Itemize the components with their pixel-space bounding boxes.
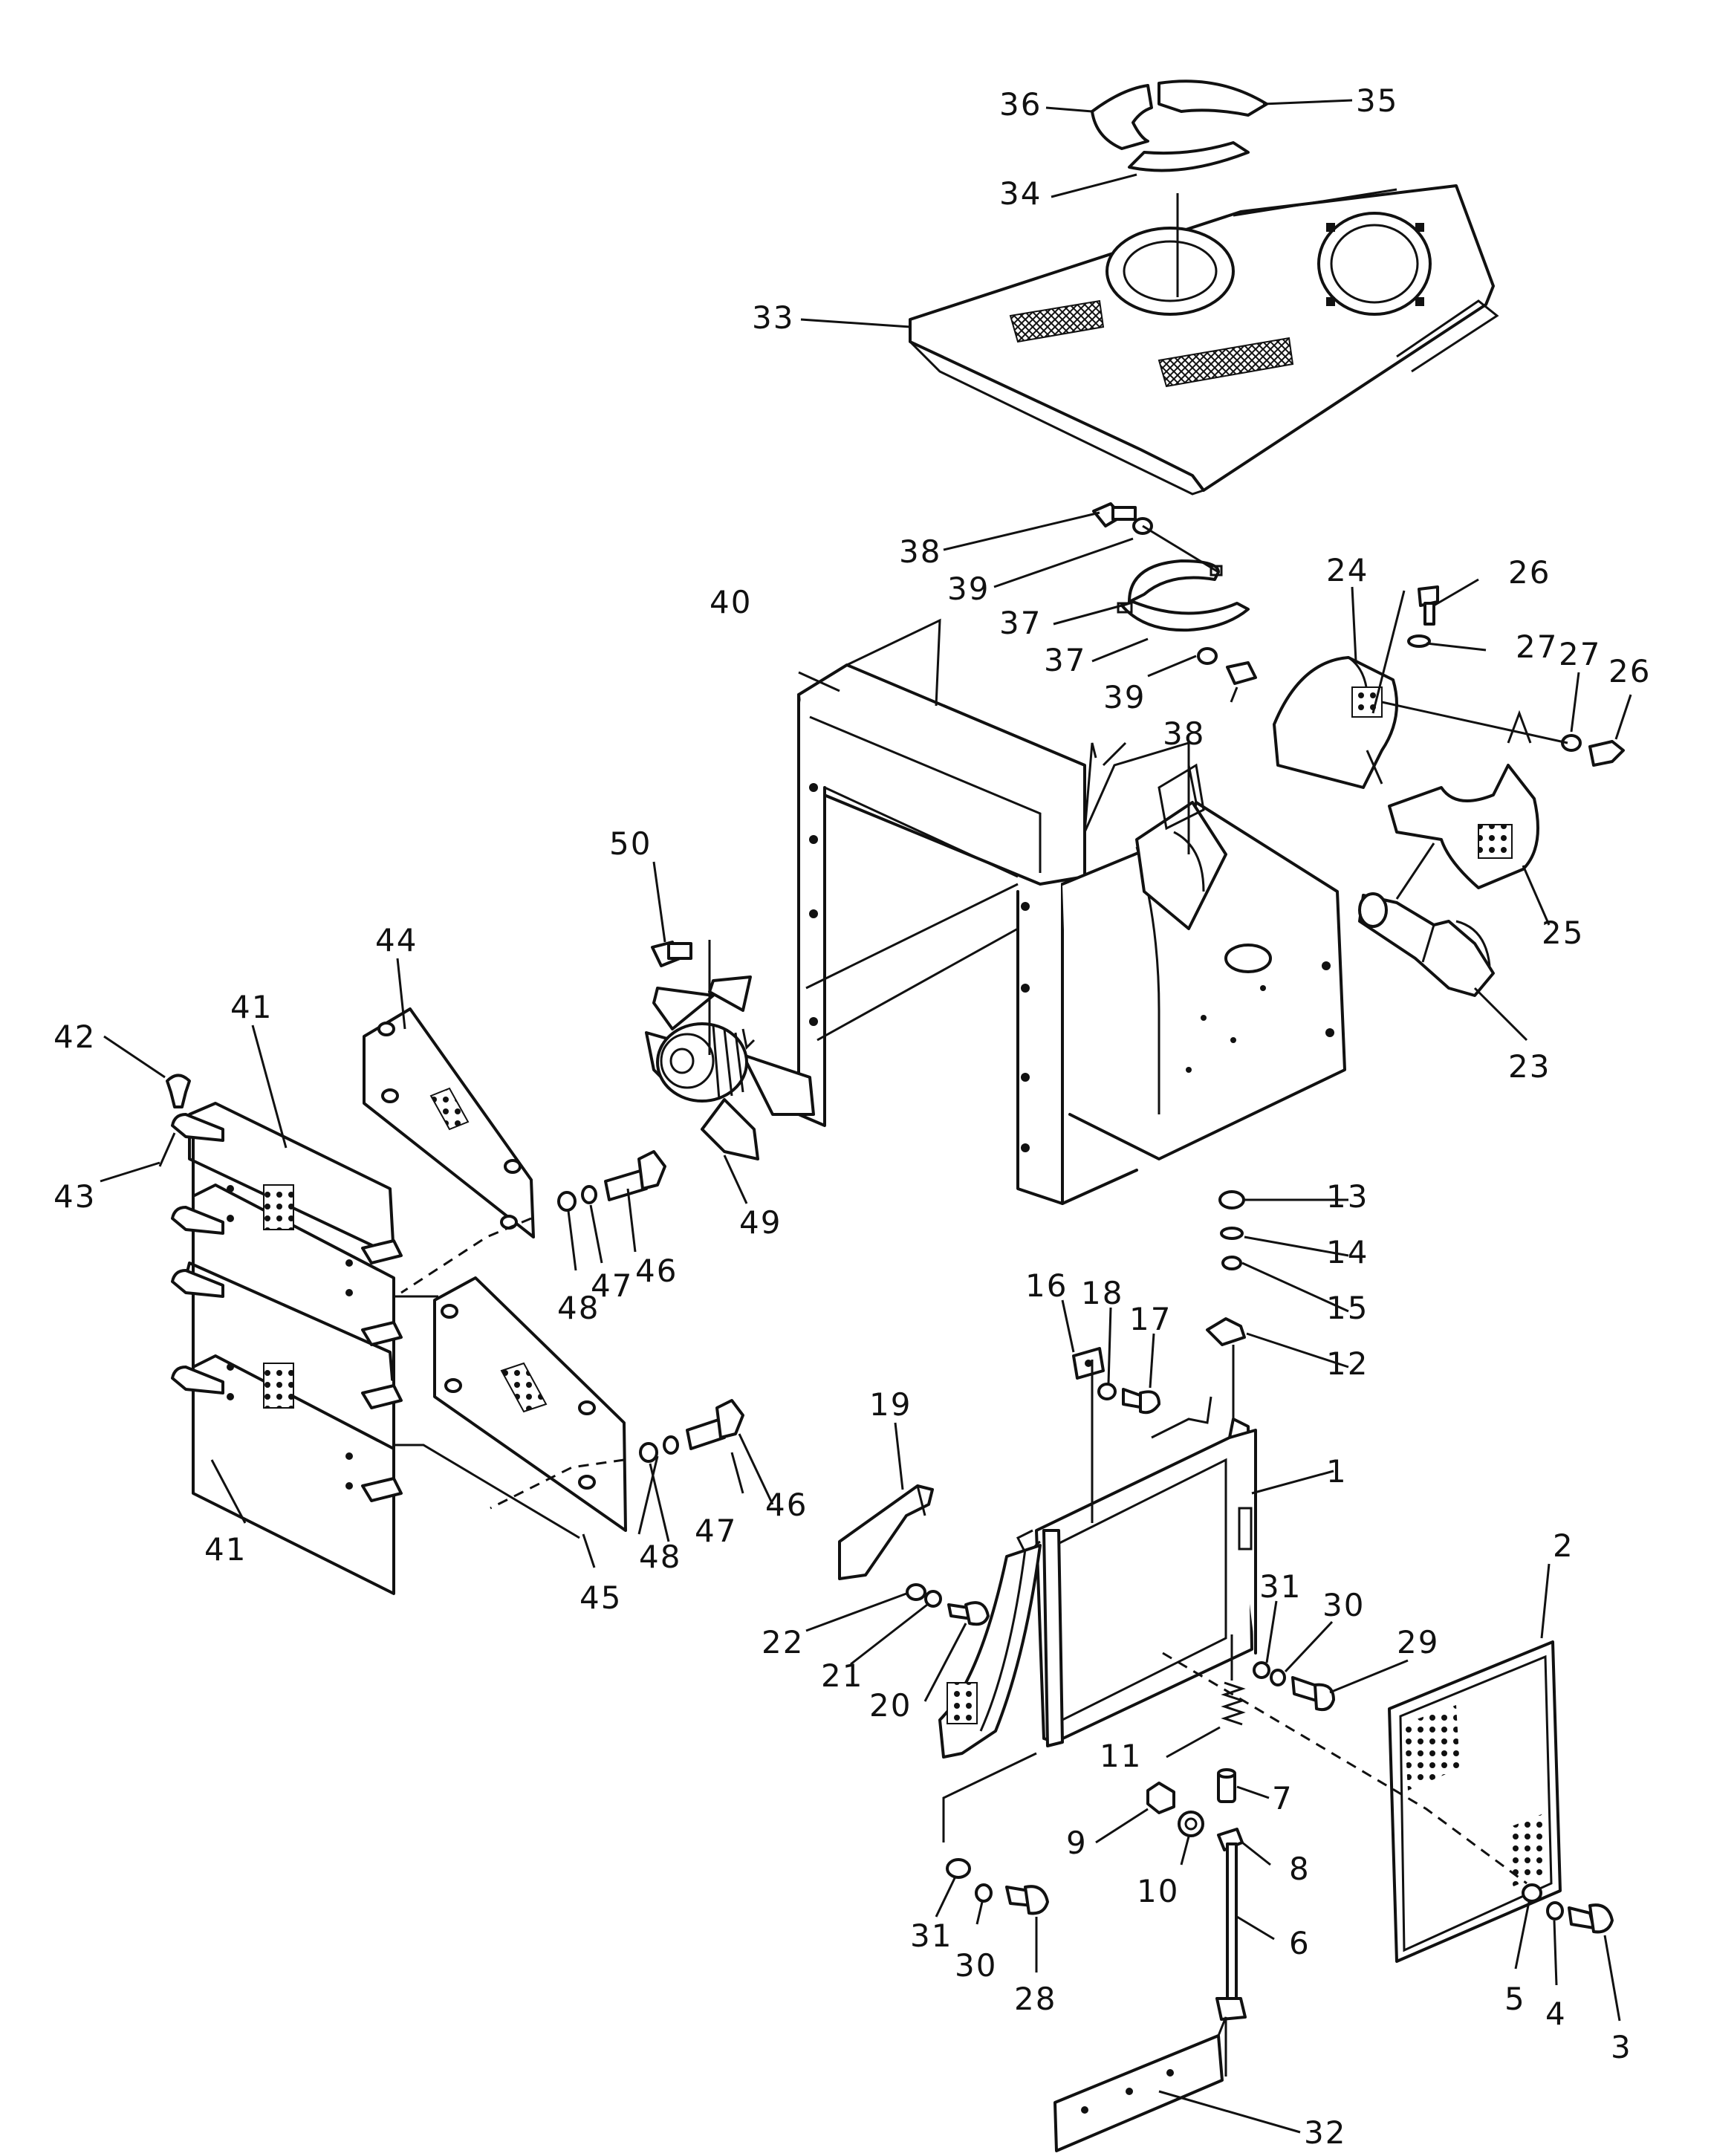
- radiator-baffle-plate: [838, 1484, 934, 1580]
- label-17: 17: [1129, 1301, 1172, 1337]
- lower-fan-guard: [433, 1276, 627, 1532]
- radiator: [1016, 1396, 1257, 1747]
- assembly-lines: [394, 193, 1568, 1885]
- fan-bolt: [651, 941, 692, 967]
- label-27b: 27: [1559, 636, 1601, 672]
- bottom-cover-plate: [1053, 2016, 1227, 2152]
- radiator-stay-bracket: [1072, 1347, 1105, 1380]
- label-35: 35: [1356, 82, 1398, 119]
- label-37a: 37: [999, 605, 1042, 641]
- label-49: 49: [739, 1204, 782, 1241]
- label-6: 6: [1289, 1925, 1311, 1961]
- cooling-fan: [645, 975, 815, 1160]
- label-46b: 46: [765, 1487, 808, 1523]
- upper-guard-fasteners: [557, 1150, 666, 1212]
- label-43: 43: [53, 1178, 96, 1215]
- part-number-labels: 36 35 34 33 38 39 37 37 39 38 40 24 26 2…: [53, 82, 1651, 2151]
- radiator-top-mount: [1206, 1190, 1246, 1419]
- label-31a: 31: [1259, 1568, 1302, 1605]
- label-25: 25: [1542, 915, 1584, 951]
- label-22: 22: [762, 1624, 804, 1660]
- label-39b: 39: [1103, 679, 1146, 715]
- label-27a: 27: [1516, 629, 1558, 665]
- label-29: 29: [1397, 1624, 1439, 1660]
- label-42: 42: [53, 1019, 96, 1055]
- stay-bracket-fasteners: [1097, 1383, 1160, 1415]
- label-28: 28: [1014, 1981, 1056, 2017]
- radiator-side-duct: [938, 1544, 1042, 1759]
- clamp-bolts-washers: [1092, 502, 1257, 685]
- intake-pipe: [1358, 892, 1495, 997]
- radiator-support-assembly: [1146, 1681, 1247, 2021]
- label-1: 1: [1326, 1453, 1348, 1490]
- cleaner-bolts-washers: [1407, 585, 1625, 767]
- label-4: 4: [1545, 1996, 1567, 2032]
- air-cleaner-bracket: [1388, 710, 1539, 889]
- label-24: 24: [1326, 552, 1369, 588]
- label-2: 2: [1553, 1527, 1574, 1564]
- label-41b: 41: [204, 1531, 247, 1568]
- label-7: 7: [1272, 1780, 1293, 1816]
- side-panels: [171, 1102, 403, 1595]
- label-46a: 46: [635, 1253, 678, 1289]
- baffle-fasteners: [906, 1583, 990, 1626]
- hose-clamp-bands: [1117, 559, 1250, 632]
- label-45: 45: [579, 1579, 622, 1616]
- label-33: 33: [752, 299, 794, 336]
- label-50: 50: [609, 825, 652, 862]
- air-cleaner-cover: [1273, 656, 1398, 789]
- label-21: 21: [821, 1657, 863, 1694]
- seal-ring-parts: [1091, 79, 1268, 172]
- label-9: 9: [1066, 1825, 1088, 1861]
- label-14: 14: [1326, 1234, 1369, 1270]
- label-47a: 47: [591, 1267, 633, 1304]
- label-13: 13: [1326, 1178, 1369, 1215]
- label-30b: 30: [955, 1947, 997, 1984]
- label-10: 10: [1137, 1873, 1179, 1909]
- lower-guard-fasteners: [639, 1399, 744, 1463]
- label-38a: 38: [899, 533, 941, 570]
- label-19: 19: [869, 1386, 912, 1423]
- label-8: 8: [1289, 1851, 1311, 1887]
- label-16: 16: [1025, 1267, 1068, 1304]
- fan-shroud-frame: [797, 618, 1346, 1205]
- hood-top-cover: [909, 184, 1499, 496]
- label-48b: 48: [639, 1539, 681, 1575]
- label-37b: 37: [1044, 642, 1086, 678]
- label-38b: 38: [1163, 715, 1205, 752]
- label-48a: 48: [557, 1290, 600, 1326]
- label-32: 32: [1304, 2114, 1346, 2151]
- label-41a: 41: [230, 989, 273, 1025]
- panel-pin-and-rod: [158, 1074, 191, 1167]
- label-3: 3: [1611, 2029, 1632, 2065]
- duct-lower-fasteners: [946, 1858, 1049, 1915]
- grille-fasteners: [1522, 1883, 1614, 1934]
- label-36: 36: [999, 86, 1042, 123]
- label-12: 12: [1326, 1345, 1369, 1382]
- label-26a: 26: [1508, 554, 1551, 591]
- label-15: 15: [1326, 1290, 1369, 1326]
- label-20: 20: [869, 1687, 912, 1724]
- label-47b: 47: [695, 1513, 737, 1549]
- label-5: 5: [1504, 1981, 1526, 2017]
- label-30a: 30: [1322, 1587, 1365, 1623]
- label-34: 34: [999, 175, 1042, 212]
- label-11: 11: [1100, 1738, 1142, 1774]
- label-31b: 31: [910, 1918, 952, 1954]
- label-18: 18: [1081, 1275, 1123, 1311]
- label-44: 44: [375, 922, 418, 958]
- front-grille: [1388, 1640, 1562, 1963]
- label-23: 23: [1508, 1048, 1551, 1085]
- label-40: 40: [710, 584, 752, 620]
- radiator-side-fasteners: [1253, 1661, 1335, 1712]
- label-leaders: [100, 99, 1632, 2134]
- label-39a: 39: [947, 571, 990, 607]
- label-26b: 26: [1608, 653, 1651, 689]
